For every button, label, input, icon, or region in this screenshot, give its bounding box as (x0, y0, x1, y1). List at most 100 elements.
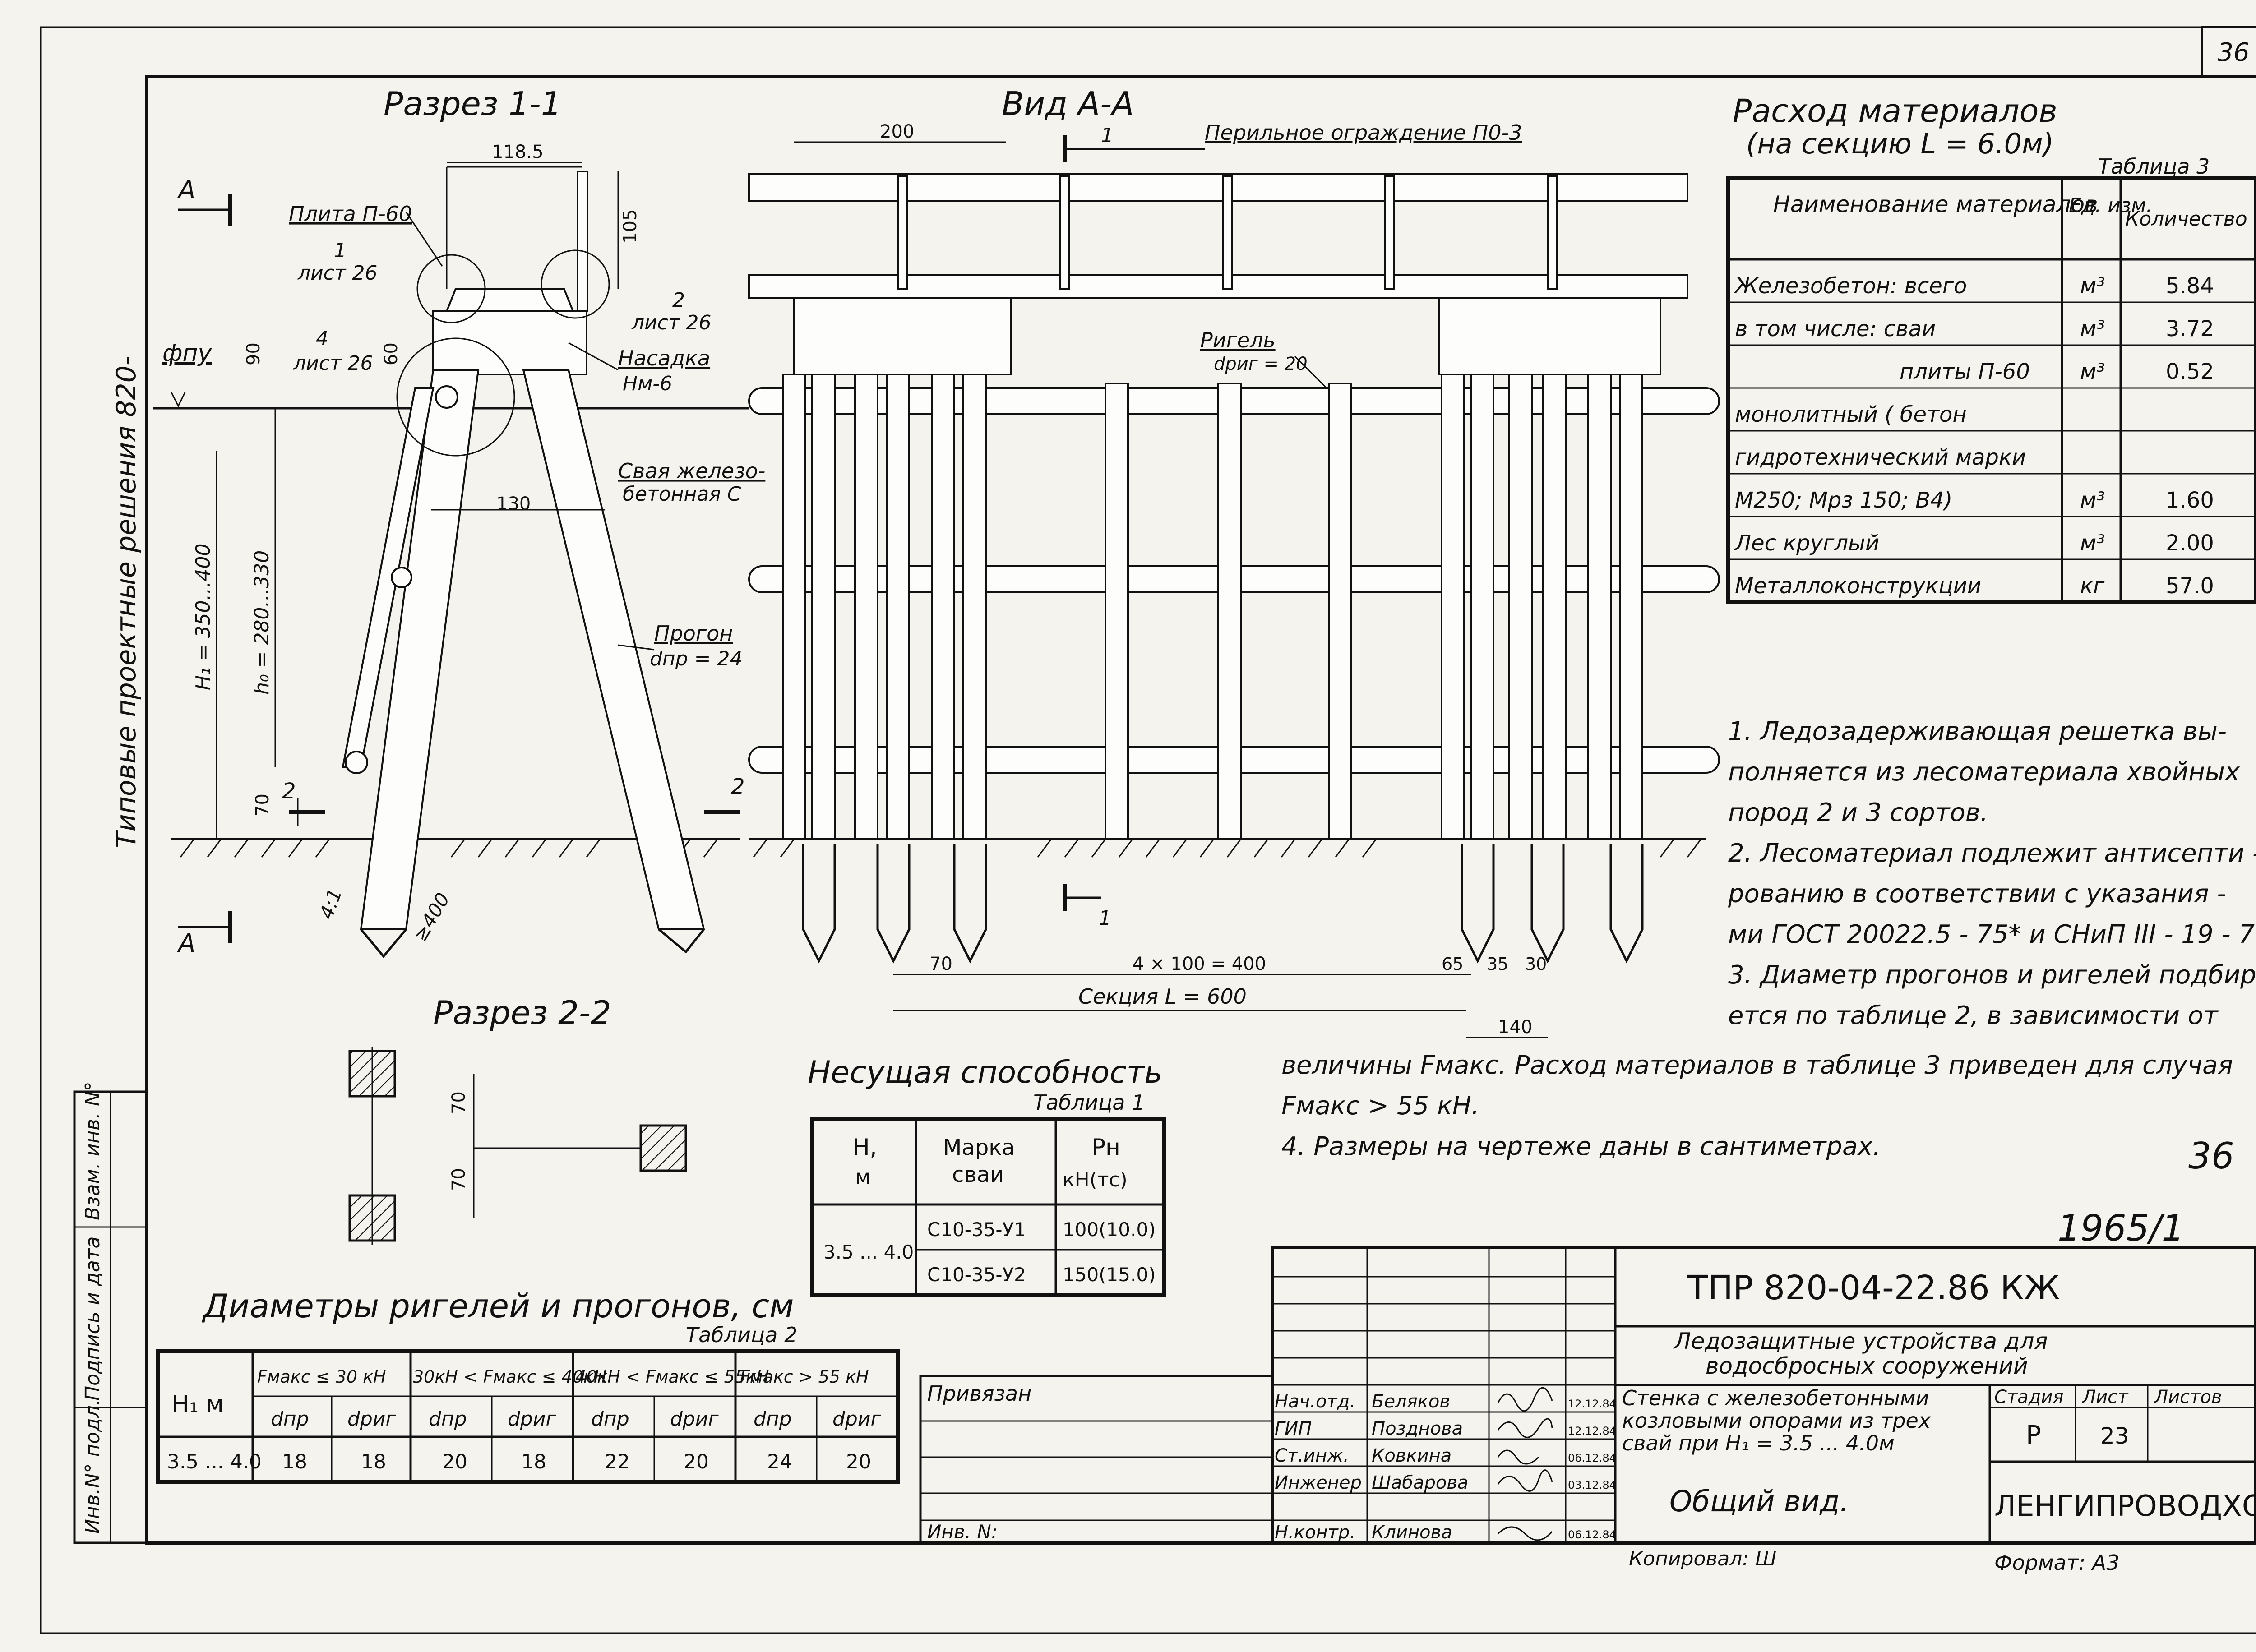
arrow-a-top: А (177, 175, 195, 205)
dim-70-view: 70 (929, 954, 952, 974)
person-date: 06.12.84 (1568, 1452, 1616, 1464)
table-cell: dриг (670, 1407, 719, 1431)
cap-brand-head: Марка (943, 1135, 1015, 1160)
signatures (1497, 1387, 1553, 1541)
label-plate: Плита П-60 (289, 202, 412, 226)
capacity-table-no: Таблица 1 (1033, 1090, 1145, 1115)
cap-p-head: Pн (1092, 1134, 1120, 1160)
copied-by: Копировал: Ш (1629, 1547, 1776, 1570)
person-name: Беляков (1372, 1391, 1450, 1412)
person-name: Клинова (1372, 1522, 1452, 1543)
materials-section: Расход материалов (на секцию L = 6.0м) Т… (1726, 92, 2256, 604)
label-1: 1 (334, 239, 347, 262)
dim-70: 70 (252, 794, 273, 817)
view-name: Общий вид. (1669, 1485, 1849, 1518)
stage-header: Стадия (1994, 1387, 2063, 1407)
table-cell: 18 (361, 1450, 386, 1473)
left-strip: Инв.N° подл. Подпись и дата Взам. инв. N… (73, 1081, 148, 1544)
table-cell: 100(10.0) (1063, 1218, 1156, 1241)
table-cell: dриг (832, 1407, 881, 1431)
mat-header-unit: Ед. изм. (2069, 194, 2152, 217)
object-line2: водосбросных сооружений (1706, 1353, 2028, 1379)
pile-section-c (639, 1124, 687, 1172)
table-row: гидротехнический марки (1735, 445, 2026, 470)
table-cell: dпр (429, 1407, 467, 1431)
person-name: Позднова (1372, 1418, 1463, 1439)
sheet-title-2: козловыми опорами из трех (1622, 1408, 1931, 1433)
table-cell: 2.00 (2166, 531, 2214, 556)
table-cell: dпр (591, 1407, 629, 1431)
dim-130: 130 (496, 494, 531, 514)
note-line: рованию в соответствии с указания - (1728, 879, 2226, 909)
cap-block (432, 310, 587, 375)
dim-400: ≥400 (409, 889, 454, 945)
note-line: Fмакс > 55 кН. (1281, 1091, 1479, 1121)
table-cell: 3.72 (2166, 316, 2214, 341)
dim-4x100: 4 × 100 = 400 (1133, 954, 1266, 974)
label-cap2: Нм-6 (623, 372, 672, 395)
label-pile2: бетонная С (623, 483, 741, 506)
table-row: М250; Мрз 150; В4) (1735, 488, 1952, 513)
note-line: 2. Лесоматериал подлежит антисепти - (1728, 839, 2256, 868)
strip-inv-label: Инв.N° подл. (81, 1399, 104, 1534)
table-cell: 0.52 (2166, 359, 2214, 384)
dim-70b: 70 (448, 1168, 469, 1191)
plate-p60 (445, 288, 574, 312)
materials-title: Расход материалов (1733, 92, 2057, 129)
person-date: 03.12.84 (1568, 1479, 1616, 1491)
dim-200: 200 (880, 121, 914, 142)
dim-h1: H₁ = 350...400 (192, 544, 215, 691)
section-2-2: Разрез 2-2 70 70 (348, 994, 687, 1245)
arrow-2-left: 2 (282, 779, 296, 804)
table-cell: dриг (347, 1407, 396, 1431)
table-row: Лес круглый (1734, 531, 1879, 556)
table-cell: 1.60 (2166, 488, 2214, 513)
label-purlin2: dпр = 24 (650, 647, 742, 670)
sheet-no-box (2201, 26, 2256, 78)
cap-h-head: H, (853, 1134, 877, 1160)
label-1b: лист 26 (297, 262, 378, 285)
strip-replace-label: Взам. инв. N° (81, 1081, 104, 1220)
cap-left (793, 297, 1012, 375)
note-line: 4. Размеры на чертеже даны в сантиметрах… (1281, 1132, 1881, 1161)
outer-frame (40, 26, 2256, 1634)
section-1-1: Разрез 1-1 фпу (153, 85, 765, 958)
cap-h-unit: м (855, 1165, 871, 1189)
diam-h-head: H₁ м (171, 1391, 224, 1418)
table-cell: 18 (521, 1450, 546, 1473)
label-cap: Насадка (618, 346, 710, 370)
capacity-section: Несущая способность Таблица 1 H, м Марка… (808, 1055, 1166, 1297)
note-line: 1. Ледозадерживающая решетка вы- (1728, 717, 2227, 746)
label-pile: Свая железо- (618, 459, 765, 483)
table-cell: 20 (846, 1450, 871, 1473)
materials-subtitle: (на секцию L = 6.0м) (1746, 127, 2054, 160)
sheet-title-3: свай при H₁ = 3.5 ... 4.0м (1622, 1431, 1895, 1455)
person-role: Нач.отд. (1275, 1391, 1355, 1412)
table-cell: 57.0 (2166, 573, 2214, 599)
table-cell: 20 (442, 1450, 467, 1473)
table-cell: 24 (767, 1450, 792, 1473)
person-name: Шабарова (1372, 1472, 1468, 1493)
table-cell: м³ (2080, 531, 2105, 556)
railing-label: Перильное ограждение П0-3 (1205, 120, 1522, 145)
arrow-1-top: 1 (1101, 124, 1114, 147)
label-4: 4 (316, 327, 328, 350)
note-line: ется по таблице 2, в зависимости от (1728, 1001, 2219, 1030)
materials-table: Наименование материалов Ед. изм. Количес… (1726, 176, 2256, 604)
person-date: 06.12.84 (1568, 1528, 1616, 1541)
arrow-1-bottom: 1 (1099, 907, 1111, 930)
table-row: в том числе: сваи (1735, 316, 1936, 341)
mat-header-qty: Количество (2125, 208, 2247, 231)
view-a-a: Вид А-А 200 Перильное ограждение П0-3 1 (748, 85, 1720, 1038)
diam-h-val: 3.5 ... 4.0 (167, 1450, 262, 1473)
sheet-value: 23 (2100, 1423, 2129, 1449)
dim-70a: 70 (448, 1091, 469, 1114)
table-cell: 18 (282, 1450, 307, 1473)
pile-tips (802, 844, 1644, 964)
section-1-1-title: Разрез 1-1 (384, 85, 562, 123)
dim-118: 118.5 (492, 142, 544, 162)
cap-brand-head2: сваи (952, 1162, 1004, 1187)
bound-label: Привязан (927, 1381, 1031, 1406)
fpu-label: фпу (162, 340, 212, 367)
